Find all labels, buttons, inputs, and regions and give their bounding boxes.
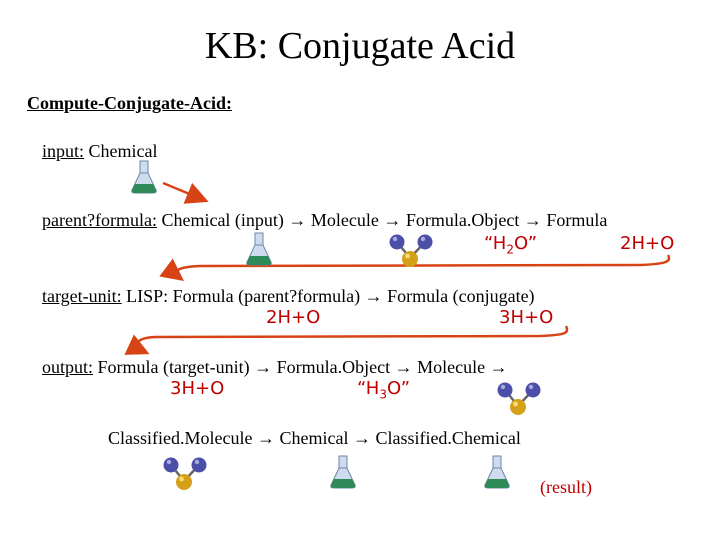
parent-formula-line: parent?formula: Chemical (input) → Molec… bbox=[42, 210, 607, 231]
target-to-output-arrow bbox=[124, 325, 569, 355]
flask-icon bbox=[330, 455, 356, 489]
input-text: Chemical bbox=[84, 141, 158, 161]
input-arrow bbox=[162, 181, 209, 204]
input-label: input: bbox=[42, 141, 85, 161]
slide-title: KB: Conjugate Acid bbox=[204, 25, 516, 67]
parent-formula-text: Chemical (input) → Molecule → Formula.Ob… bbox=[156, 210, 608, 230]
molecule-icon bbox=[497, 382, 541, 415]
output-text: Formula (target-unit) → Formula.Object →… bbox=[93, 357, 508, 377]
target-unit-line: target-unit: LISP: Formula (parent?formu… bbox=[42, 286, 535, 307]
result-label: (result) bbox=[540, 477, 592, 497]
molecule-icon bbox=[163, 457, 207, 490]
input-line: input: Chemical bbox=[42, 141, 158, 162]
parent-to-target-arrow bbox=[159, 254, 671, 282]
output-object-value: “H3O” bbox=[357, 378, 411, 402]
parent-formula-label: parent?formula: bbox=[42, 210, 157, 230]
flask-icon bbox=[246, 232, 272, 266]
formula-object-value: “H2O” bbox=[484, 233, 538, 257]
output-formula-value: 3H+O bbox=[170, 378, 225, 399]
flask-icon bbox=[131, 160, 157, 194]
flask-icon bbox=[484, 455, 510, 489]
output-continuation-line: Classified.Molecule → Chemical → Classif… bbox=[108, 428, 521, 448]
target-unit-label: target-unit: bbox=[42, 286, 122, 306]
output-line: output: Formula (target-unit) → Formula.… bbox=[42, 357, 508, 378]
target-unit-input-value: 2H+O bbox=[266, 307, 321, 328]
molecule-icon bbox=[389, 234, 433, 267]
target-unit-conjugate-value: 3H+O bbox=[499, 307, 554, 328]
procedure-header: Compute-Conjugate-Acid: bbox=[27, 93, 232, 113]
output-label: output: bbox=[42, 357, 94, 377]
parent-formula-value: 2H+O bbox=[620, 233, 675, 254]
target-unit-text: LISP: Formula (parent?formula) → Formula… bbox=[121, 286, 535, 306]
